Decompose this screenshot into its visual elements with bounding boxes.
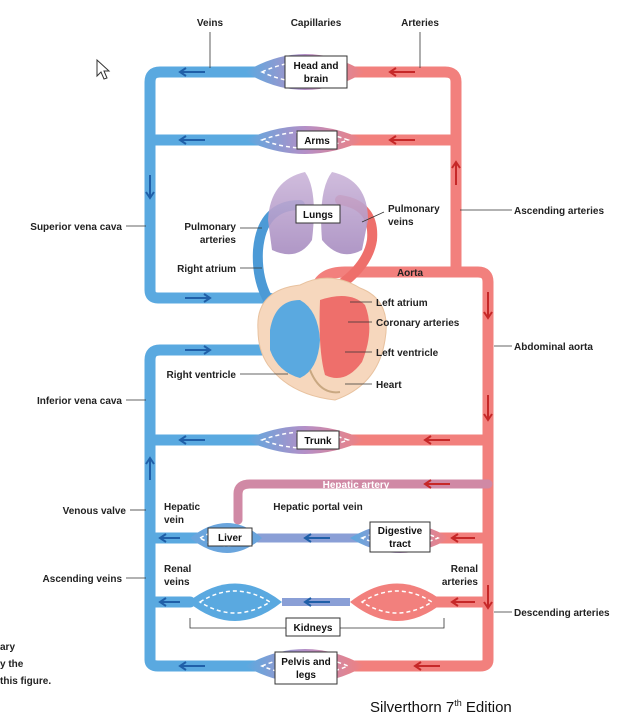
pelvis-legs-label-line1: Pelvis and xyxy=(281,657,330,668)
heart-illustration xyxy=(257,277,387,401)
label-ascending-veins: Ascending veins xyxy=(43,574,123,585)
label-pulmonary-arteries-line2: arteries xyxy=(200,235,237,246)
label-coronary-arteries: Coronary arteries xyxy=(376,318,460,329)
credit-text: Silverthorn 7 xyxy=(370,699,454,716)
label-left-atrium: Left atrium xyxy=(376,298,428,309)
kidney-right-capillary-bed xyxy=(350,583,444,621)
digestive-label-line2: tract xyxy=(389,539,411,550)
header-veins: Veins xyxy=(197,18,224,29)
label-hepatic-portal-vein: Hepatic portal vein xyxy=(273,502,362,513)
credit-rest: Edition xyxy=(462,699,512,716)
edition-credit: Silverthorn 7th Edition xyxy=(370,698,512,716)
label-left-ventricle: Left ventricle xyxy=(376,348,439,359)
label-pulmonary-arteries-line1: Pulmonary xyxy=(184,222,236,233)
header-arteries: Arteries xyxy=(401,18,439,29)
organ-box-head-brain: Head and brain xyxy=(284,55,348,89)
label-pulmonary-veins-line1: Pulmonary xyxy=(388,204,440,215)
label-renal-veins-line2: veins xyxy=(164,577,190,588)
label-pulmonary-veins-line2: veins xyxy=(388,217,414,228)
label-heart: Heart xyxy=(376,380,402,391)
header-capillaries: Capillaries xyxy=(291,18,342,29)
pelvis-legs-label-line2: legs xyxy=(296,670,316,681)
lungs-label: Lungs xyxy=(303,210,333,221)
liver-label: Liver xyxy=(218,533,242,544)
clipped-text-line1: ary xyxy=(0,642,15,653)
head-brain-label-line1: Head and xyxy=(293,61,338,72)
trunk-label: Trunk xyxy=(304,436,332,447)
organ-box-lungs: Lungs xyxy=(295,204,341,224)
kidneys-label: Kidneys xyxy=(294,623,333,634)
organ-box-kidneys: Kidneys xyxy=(285,617,341,637)
label-ascending-arteries: Ascending arteries xyxy=(514,206,604,217)
label-hepatic-vein-line2: vein xyxy=(164,515,184,526)
organ-box-digestive: Digestive tract xyxy=(369,521,431,553)
clipped-text-line2: y the xyxy=(0,659,24,670)
clipped-text-line3: this figure. xyxy=(0,676,51,687)
label-right-ventricle: Right ventricle xyxy=(167,370,237,381)
label-inferior-vena-cava: Inferior vena cava xyxy=(37,396,122,407)
kidney-left-capillary-bed xyxy=(188,583,282,621)
label-aorta: Aorta xyxy=(397,268,424,279)
organ-box-liver: Liver xyxy=(207,527,253,547)
label-superior-vena-cava: Superior vena cava xyxy=(30,222,122,233)
credit-superscript: th xyxy=(454,698,462,708)
label-renal-arteries-line2: arteries xyxy=(442,577,479,588)
label-renal-veins-line1: Renal xyxy=(164,564,191,575)
label-abdominal-aorta: Abdominal aorta xyxy=(514,342,593,353)
digestive-label-line1: Digestive xyxy=(378,526,423,537)
label-hepatic-artery: Hepatic artery xyxy=(323,480,390,491)
label-right-atrium: Right atrium xyxy=(177,264,236,275)
head-brain-label-line2: brain xyxy=(304,74,328,85)
organ-box-trunk: Trunk xyxy=(296,430,340,450)
mouse-cursor-icon xyxy=(96,58,111,80)
label-venous-valve: Venous valve xyxy=(63,506,127,517)
label-hepatic-vein-line1: Hepatic xyxy=(164,502,201,513)
arms-label: Arms xyxy=(304,136,330,147)
organ-box-pelvis-legs: Pelvis and legs xyxy=(274,651,338,685)
organ-box-arms: Arms xyxy=(296,130,338,150)
lungs-capillary-bed xyxy=(268,172,368,255)
label-renal-arteries-line1: Renal xyxy=(451,564,478,575)
label-descending-arteries: Descending arteries xyxy=(514,608,610,619)
flow-arrows xyxy=(145,67,493,671)
